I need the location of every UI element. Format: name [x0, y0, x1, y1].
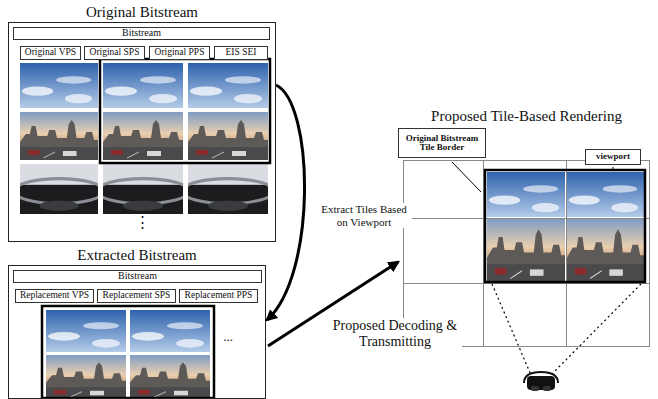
box-text: Bitstream	[122, 28, 161, 39]
car-tile	[14, 164, 104, 214]
parameter-box: Original SPS	[84, 46, 145, 60]
continuation-mark: ...	[216, 330, 240, 345]
parameter-box: Replacement PPS	[179, 289, 258, 303]
box-text: Original Bitstream Tile Border	[401, 134, 483, 153]
viewport-frame	[42, 306, 214, 398]
rendering-grid	[403, 160, 650, 391]
vr-headset	[524, 372, 558, 391]
box-label: Original PPS	[155, 48, 205, 58]
leader-line	[452, 162, 481, 192]
city-tile	[130, 355, 210, 399]
parameter-box: Original VPS	[20, 46, 81, 60]
box-label: Bitstream	[122, 28, 161, 39]
box-label: Replacement SPS	[103, 291, 171, 301]
extracted-tiles	[42, 306, 214, 399]
parameter-box: Replacement SPS	[97, 289, 176, 303]
edge-label: Extract Tiles Based on Viewport	[316, 203, 412, 228]
box-text: viewport	[596, 152, 630, 161]
parameter-box: EIS SEI	[214, 46, 268, 60]
viewport-frame	[100, 59, 270, 163]
viewport-frame	[485, 170, 645, 282]
box-text: Original VPS	[25, 48, 76, 58]
parameter-box: Bitstream	[13, 27, 270, 40]
box-text: Bitstream	[118, 271, 157, 282]
parameter-box: viewport	[585, 149, 641, 165]
heading-text: Original Bitstream	[84, 4, 200, 21]
flow-arrow	[267, 85, 305, 320]
city-tile	[20, 112, 98, 160]
view-line	[551, 284, 641, 375]
parameter-box: Original PPS	[149, 46, 210, 60]
parameter-box: Replacement VPS	[15, 289, 94, 303]
sky-tile	[46, 310, 126, 352]
heading-text: Extracted Bitstream	[75, 247, 199, 264]
city-tile	[103, 112, 183, 160]
box-text: Replacement SPS	[103, 291, 171, 301]
continuation-mark: ⋮	[132, 214, 152, 231]
edge-label: Proposed Decoding & Transmitting	[328, 318, 462, 350]
group-heading: Proposed Tile-Based Rendering	[403, 106, 650, 126]
sky-tile	[188, 63, 268, 108]
parameter-box: Original Bitstream Tile Border	[398, 128, 486, 158]
view-line	[492, 284, 531, 375]
box-label: Original SPS	[90, 48, 140, 58]
box-text: Replacement PPS	[185, 291, 253, 301]
city-tile	[487, 219, 565, 281]
city-tile	[188, 112, 268, 160]
car-tile	[182, 164, 274, 214]
leader-line	[613, 167, 614, 171]
box-label: Replacement VPS	[20, 291, 89, 301]
box-text: EIS SEI	[226, 48, 257, 58]
car-tile	[97, 164, 189, 214]
sky-tile	[130, 310, 210, 352]
box-text: Original SPS	[90, 48, 140, 58]
heading-text: Proposed Tile-Based Rendering	[429, 108, 624, 125]
group-heading: Extracted Bitstream	[8, 246, 266, 265]
box-label: Bitstream	[118, 271, 157, 282]
box-label: Replacement PPS	[185, 291, 253, 301]
box-label: Original VPS	[25, 48, 76, 58]
sky-tile	[103, 63, 183, 108]
box-label: viewport	[596, 152, 630, 161]
box-text: Replacement VPS	[20, 291, 89, 301]
sky-tile	[567, 172, 644, 217]
box-label: EIS SEI	[226, 48, 257, 58]
bitstream-group: Original BitstreamBitstreamOriginal VPS O…	[8, 2, 276, 242]
group-heading: Original Bitstream	[8, 2, 276, 22]
bitstream-group: Extracted BitstreamBitstreamReplacement …	[8, 246, 266, 399]
sky-tile	[487, 172, 565, 217]
original-tiles	[14, 59, 274, 214]
sky-tile	[20, 63, 98, 108]
parameter-box: Bitstream	[13, 270, 262, 283]
city-tile	[46, 355, 126, 399]
box-text: Original PPS	[155, 48, 205, 58]
grid-line	[566, 160, 567, 346]
city-tile	[567, 219, 644, 281]
grid-line	[403, 218, 650, 219]
box-label: Original Bitstream Tile Border	[401, 134, 483, 153]
